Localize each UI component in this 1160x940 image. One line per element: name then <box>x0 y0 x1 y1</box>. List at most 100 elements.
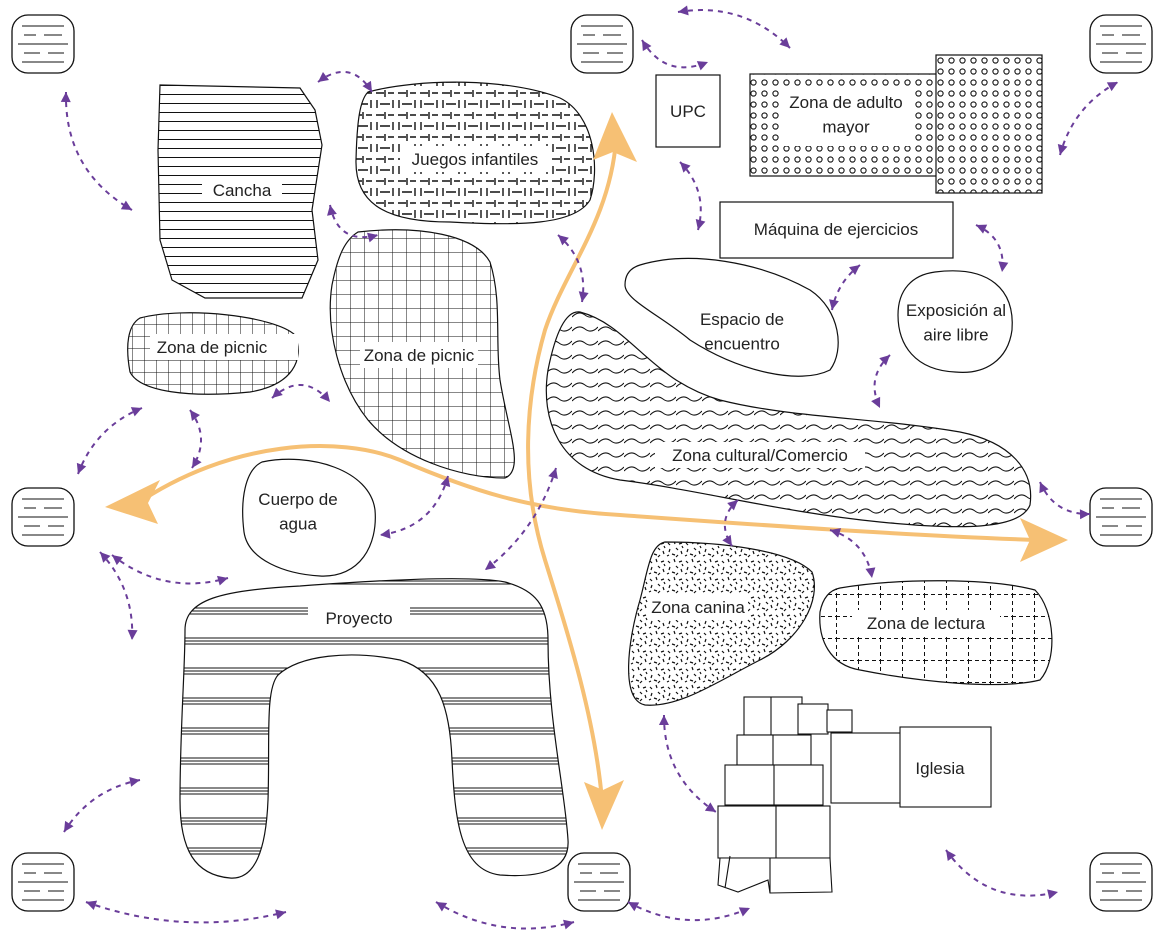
connection-arrowhead <box>738 907 750 917</box>
connection-link <box>484 467 557 571</box>
zone-canina: Zona canina <box>628 541 815 706</box>
connection-arrowhead <box>998 261 1009 272</box>
access-node-icon <box>11 487 75 547</box>
label-picnic-small: Zona de picnic <box>157 338 268 357</box>
zone-cultural-comercio: Zona cultural/Comercio <box>545 311 1032 528</box>
connection-arrowhead <box>578 291 589 302</box>
zone-cancha: Cancha <box>157 84 323 299</box>
main-axis-vertical <box>526 112 637 830</box>
connection-arrowhead <box>727 500 738 511</box>
connection-arrowhead <box>865 567 876 578</box>
label-iglesia: Iglesia <box>915 759 965 778</box>
connection-link <box>1059 81 1119 156</box>
connection-link <box>435 901 575 930</box>
connection-link <box>64 91 133 211</box>
connection-link <box>189 409 202 469</box>
connection-link <box>111 554 229 585</box>
connection-arrowhead <box>436 902 448 912</box>
connection-arrowhead <box>367 232 378 243</box>
connection-arrowhead <box>779 37 790 48</box>
connection-arrowhead <box>1039 482 1049 494</box>
connection-arrowhead <box>696 61 708 71</box>
connection-arrowhead <box>112 555 123 566</box>
label-maquina: Máquina de ejercicios <box>754 220 918 239</box>
connection-arrowhead <box>318 71 329 82</box>
connection-link <box>677 9 791 49</box>
connection-arrowhead <box>1106 82 1118 92</box>
zone-picnic-small: Zona de picnic <box>127 312 299 395</box>
connection-arrowhead <box>695 219 706 230</box>
connection-arrowhead <box>100 552 111 563</box>
label-cultural: Zona cultural/Comercio <box>672 446 848 465</box>
connection-link <box>627 901 751 922</box>
connection-link <box>662 714 717 813</box>
connection-arrowhead <box>1079 509 1090 520</box>
connection-arrowhead <box>327 205 337 216</box>
label-picnic-large: Zona de picnic <box>364 346 475 365</box>
zone-iglesia: Iglesia <box>717 696 992 894</box>
label-canina: Zona canina <box>651 598 745 617</box>
connection-arrowhead <box>275 909 286 920</box>
access-node-icon <box>11 14 75 74</box>
connection-arrowhead <box>127 629 138 640</box>
connection-arrowhead <box>678 5 689 16</box>
connection-arrowhead <box>722 534 732 546</box>
access-node-icon <box>1089 487 1153 547</box>
connection-arrowhead <box>272 387 283 398</box>
label-lectura: Zona de lectura <box>867 614 986 633</box>
connection-arrowhead <box>485 559 496 570</box>
zone-juegos-infantiles: Juegos infantiles <box>355 81 596 225</box>
zone-proyecto: Proyecto <box>179 577 569 879</box>
connection-link <box>317 70 373 93</box>
main-axis-horizontal <box>105 444 1068 562</box>
access-node-icon <box>11 852 75 912</box>
zone-upc: UPC <box>655 74 721 148</box>
connection-arrowhead <box>829 299 839 310</box>
connection-arrowhead <box>120 200 132 210</box>
connection-link <box>329 204 379 239</box>
connection-link <box>77 407 143 475</box>
connection-arrowhead <box>380 528 391 539</box>
connection-arrowhead <box>1057 144 1068 155</box>
connection-arrowhead <box>976 224 988 234</box>
connection-arrowhead <box>849 265 860 276</box>
access-node-icon <box>1089 852 1153 912</box>
connection-arrowhead <box>946 850 956 862</box>
connection-arrowhead <box>680 162 691 173</box>
access-node-icon <box>570 14 634 74</box>
connection-link <box>829 529 873 579</box>
connection-link <box>1039 481 1091 516</box>
label-cancha: Cancha <box>213 181 272 200</box>
connection-arrowhead <box>879 355 890 366</box>
label-upc: UPC <box>670 102 706 121</box>
connection-link <box>99 551 134 641</box>
connection-link <box>945 849 1059 897</box>
connection-links <box>60 5 1119 930</box>
connection-arrowhead <box>192 456 202 468</box>
connection-link <box>63 779 141 833</box>
connection-arrowhead <box>628 902 640 912</box>
connection-arrowhead <box>704 802 716 812</box>
connection-arrowhead <box>871 396 881 408</box>
connection-arrowhead <box>558 235 569 246</box>
connection-link <box>379 475 449 536</box>
connection-arrowhead <box>217 575 228 586</box>
connection-arrowhead <box>190 410 200 422</box>
label-proyecto: Proyecto <box>325 609 392 628</box>
connection-arrowhead <box>86 900 98 911</box>
connection-link <box>975 224 1004 273</box>
connection-arrowhead <box>440 476 451 487</box>
connection-arrowhead <box>64 820 74 832</box>
connection-arrowhead <box>548 468 558 480</box>
connection-arrowhead <box>319 391 330 402</box>
connection-arrowhead <box>1047 889 1058 900</box>
connection-arrowhead <box>76 462 87 474</box>
connection-link <box>85 901 287 924</box>
